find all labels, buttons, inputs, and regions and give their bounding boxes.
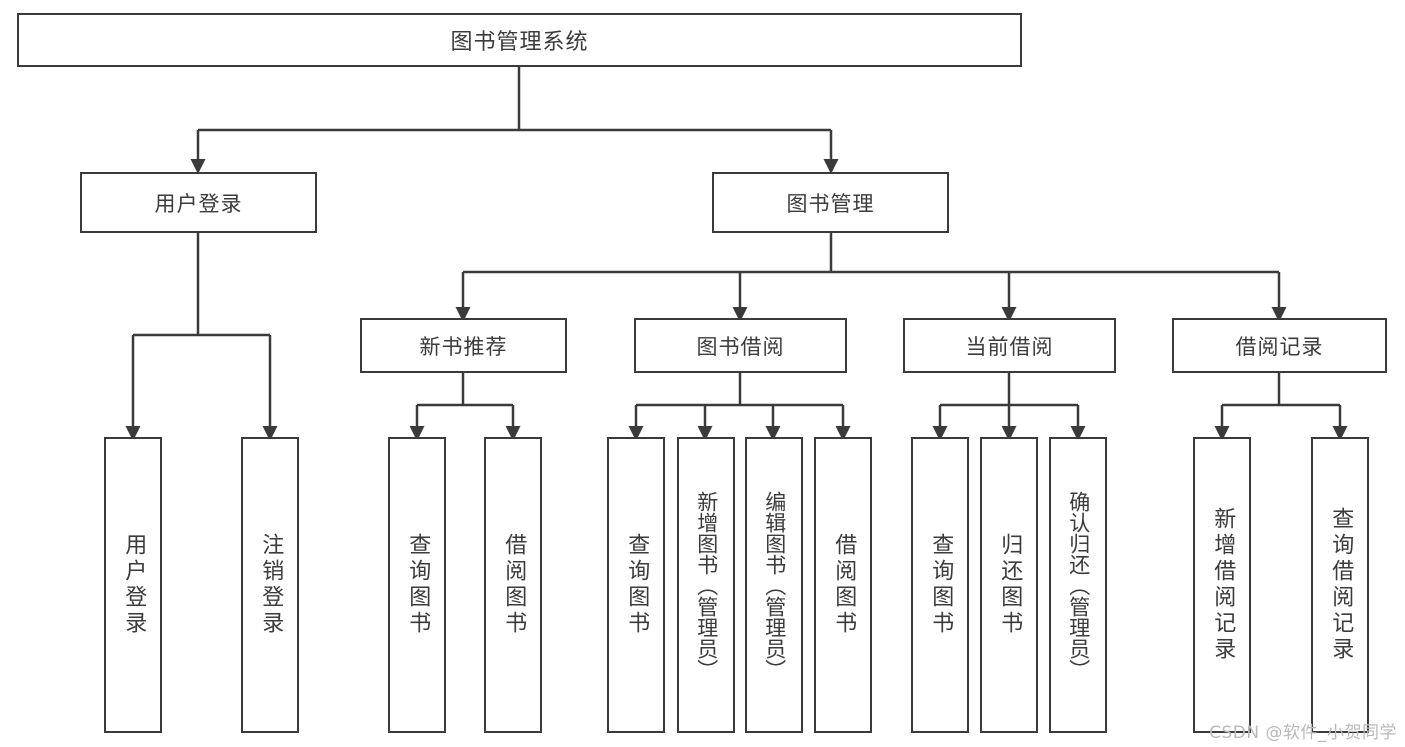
leaf-label: 查询图书 bbox=[405, 533, 431, 637]
leaf-label: 归还图书 bbox=[997, 533, 1023, 637]
node-user-login[interactable]: 用户登录 bbox=[80, 172, 317, 233]
node-root-label: 图书管理系统 bbox=[450, 30, 589, 55]
node-leaf-borrow-record-query[interactable]: 查询借阅记录 bbox=[1311, 437, 1369, 733]
node-book-management[interactable]: 图书管理 bbox=[712, 172, 949, 233]
node-book-borrow[interactable]: 图书借阅 bbox=[634, 318, 847, 373]
node-leaf-book-borrow-add[interactable]: 新增图书（管理员） bbox=[677, 437, 735, 733]
leaf-label: 新增图书（管理员） bbox=[694, 490, 719, 680]
node-current-borrow[interactable]: 当前借阅 bbox=[903, 318, 1116, 373]
node-book-management-label: 图书管理 bbox=[786, 191, 875, 216]
node-leaf-book-borrow-edit[interactable]: 编辑图书（管理员） bbox=[745, 437, 803, 733]
node-leaf-current-borrow-confirm[interactable]: 确认归还（管理员） bbox=[1049, 437, 1107, 733]
node-book-borrow-label: 图书借阅 bbox=[696, 334, 785, 359]
node-leaf-current-borrow-return[interactable]: 归还图书 bbox=[980, 437, 1038, 733]
leaf-label: 查询图书 bbox=[624, 533, 650, 637]
node-leaf-current-borrow-query[interactable]: 查询图书 bbox=[911, 437, 969, 733]
leaf-label: 查询借阅记录 bbox=[1328, 507, 1354, 663]
node-leaf-borrow-record-add[interactable]: 新增借阅记录 bbox=[1193, 437, 1251, 733]
node-leaf-new-book-query[interactable]: 查询图书 bbox=[388, 437, 446, 733]
leaf-label: 注销登录 bbox=[258, 533, 284, 637]
node-leaf-user-login-signout[interactable]: 注销登录 bbox=[241, 437, 299, 733]
node-new-book-recommend-label: 新书推荐 bbox=[419, 334, 508, 359]
leaf-label: 借阅图书 bbox=[831, 533, 857, 637]
node-leaf-book-borrow-query[interactable]: 查询图书 bbox=[607, 437, 665, 733]
leaf-label: 新增借阅记录 bbox=[1210, 507, 1236, 663]
node-leaf-book-borrow-lend[interactable]: 借阅图书 bbox=[814, 437, 872, 733]
node-current-borrow-label: 当前借阅 bbox=[965, 334, 1054, 359]
node-leaf-new-book-borrow[interactable]: 借阅图书 bbox=[484, 437, 542, 733]
leaf-label: 借阅图书 bbox=[501, 533, 527, 637]
leaf-label: 编辑图书（管理员） bbox=[762, 490, 787, 680]
leaf-label: 查询图书 bbox=[928, 533, 954, 637]
node-borrow-record-label: 借阅记录 bbox=[1235, 334, 1324, 359]
node-user-login-label: 用户登录 bbox=[154, 191, 243, 216]
node-root-system[interactable]: 图书管理系统 bbox=[17, 13, 1022, 67]
leaf-label: 确认归还（管理员） bbox=[1066, 490, 1091, 680]
node-new-book-recommend[interactable]: 新书推荐 bbox=[360, 318, 567, 373]
node-leaf-user-login-signin[interactable]: 用户登录 bbox=[104, 437, 162, 733]
leaf-label: 用户登录 bbox=[121, 533, 147, 637]
watermark-text: CSDN @软件_小贺同学 bbox=[1209, 723, 1397, 743]
node-borrow-record[interactable]: 借阅记录 bbox=[1172, 318, 1387, 373]
